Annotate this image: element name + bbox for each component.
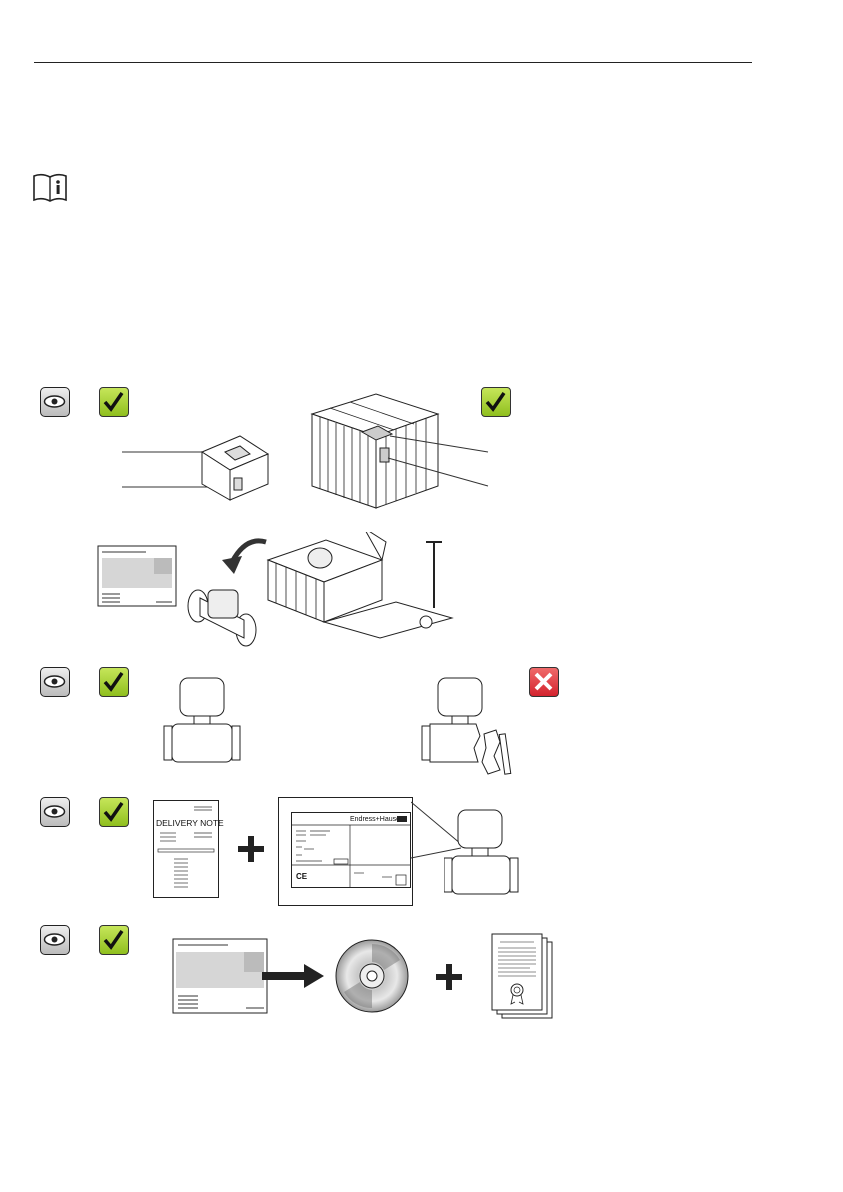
small-package-box — [122, 430, 272, 502]
plus-icon — [236, 834, 266, 864]
inspect-eye-icon — [40, 667, 70, 697]
plus-icon — [434, 962, 464, 992]
nameplate-frame: Endress+Hauser CE — [278, 797, 413, 906]
ok-check-icon — [99, 797, 129, 827]
damaged-device — [420, 676, 520, 776]
not-ok-cross-icon — [529, 667, 559, 697]
cd-rom-icon — [334, 938, 410, 1014]
header-rule — [34, 62, 752, 63]
inspect-eye-icon — [40, 387, 70, 417]
inspect-eye-icon — [40, 797, 70, 827]
delivery-note: DELIVERY NOTE — [153, 800, 219, 898]
intact-device — [158, 676, 244, 764]
arrow-right-icon — [262, 964, 326, 988]
device-with-nameplate — [444, 808, 524, 898]
ok-check-icon — [99, 667, 129, 697]
ok-check-icon — [99, 387, 129, 417]
nameplate: Endress+Hauser CE — [291, 812, 411, 888]
book-info-icon — [32, 172, 68, 204]
ok-check-icon — [99, 925, 129, 955]
operating-manual-cover — [172, 938, 268, 1014]
inspect-eye-icon — [40, 925, 70, 955]
large-crate — [310, 392, 490, 510]
unpacking-illustration — [96, 532, 456, 650]
certificate-documents — [490, 932, 556, 1022]
